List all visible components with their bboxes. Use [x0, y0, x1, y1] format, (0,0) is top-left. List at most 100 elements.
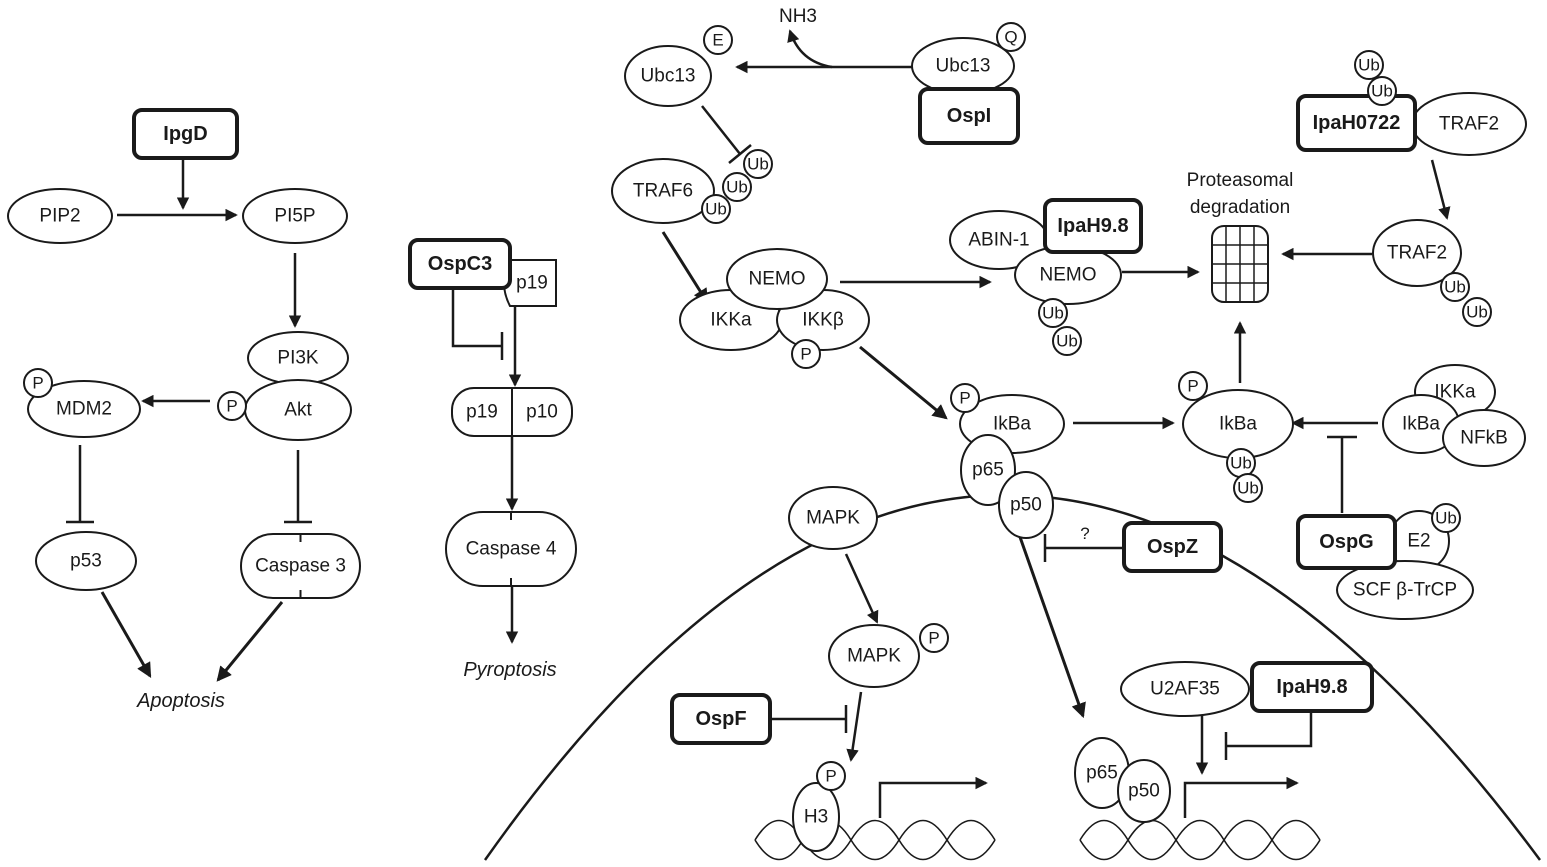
svg-text:IKKa: IKKa — [1434, 382, 1476, 403]
ikba-ub-phospho: P — [1178, 371, 1208, 401]
p19-p10-caspase-node: p19 p10 — [451, 387, 573, 437]
ubc13-glutamate: E — [703, 25, 733, 55]
nemo-ub-node: NEMO — [1014, 245, 1122, 305]
nemo-node: NEMO — [726, 248, 828, 310]
p50-node: p50 — [998, 471, 1054, 539]
mapk-node: MAPK — [788, 486, 878, 550]
svg-text:p53: p53 — [70, 551, 102, 572]
svg-text:IpaH9.8: IpaH9.8 — [1276, 676, 1347, 698]
svg-text:NEMO: NEMO — [749, 269, 806, 290]
svg-text:NFkB: NFkB — [1460, 428, 1508, 449]
svg-text:MDM2: MDM2 — [56, 399, 112, 420]
ikba-phospho: P — [950, 383, 980, 413]
u2af35-node: U2AF35 — [1120, 661, 1250, 717]
ipah98-effector-top: IpaH9.8 — [1043, 198, 1143, 254]
svg-text:p19: p19 — [516, 273, 548, 294]
traf2-ub-1: Ub — [1440, 272, 1470, 302]
traf6-ub-2: Ub — [722, 172, 752, 202]
svg-text:IKKa: IKKa — [710, 310, 752, 331]
ospz-effector: OspZ — [1122, 521, 1223, 573]
ikba-ub-1: Ub — [1226, 448, 1256, 478]
dna-helix-right — [1079, 819, 1321, 861]
ubc13-node: Ubc13 — [624, 45, 712, 107]
pip2-node: PIP2 — [7, 188, 113, 244]
svg-text:IpaH0722: IpaH0722 — [1313, 112, 1401, 134]
svg-text:TRAF2: TRAF2 — [1439, 114, 1499, 135]
caspase3-node: Caspase 3 — [240, 533, 361, 599]
pi3k-node: PI3K — [247, 331, 349, 385]
p65-dna-node: p65 — [1074, 737, 1130, 809]
svg-text:p65: p65 — [972, 460, 1004, 481]
svg-text:p10: p10 — [526, 402, 558, 423]
ubc13-glutamine: Q — [996, 22, 1026, 52]
nh3-label: NH3 — [779, 6, 817, 27]
ospg-effector: OspG — [1296, 514, 1397, 570]
svg-text:E2: E2 — [1407, 531, 1430, 552]
svg-text:PIP2: PIP2 — [39, 206, 80, 227]
svg-text:IpgD: IpgD — [163, 123, 207, 145]
svg-text:Ub: Ub — [1358, 56, 1380, 75]
p53-node: p53 — [35, 531, 137, 591]
svg-text:p50: p50 — [1010, 495, 1042, 516]
svg-text:P: P — [32, 374, 43, 393]
traf6-ub-1: Ub — [743, 149, 773, 179]
proteasome-label-line1: Proteasomal — [1187, 170, 1294, 191]
h3-node: H3 — [792, 782, 840, 852]
ospi-effector: OspI — [918, 87, 1020, 145]
svg-text:IkBa: IkBa — [1402, 414, 1440, 435]
nemo-ub-2: Ub — [1052, 326, 1082, 356]
ospf-effector: OspF — [670, 693, 772, 745]
svg-text:Ub: Ub — [747, 155, 769, 174]
dna-helix-left — [754, 819, 996, 861]
ubc13-osp-node: Ubc13 — [911, 37, 1015, 95]
caspase4-node: Caspase 4 — [445, 511, 577, 587]
pi5p-node: PI5P — [242, 188, 348, 244]
ipah0722-effector: IpaH0722 — [1296, 94, 1417, 152]
h3-phospho: P — [816, 761, 846, 791]
svg-text:ABIN-1: ABIN-1 — [968, 230, 1029, 251]
mapk-phospho: P — [919, 623, 949, 653]
nemo-ub-1: Ub — [1038, 298, 1068, 328]
svg-text:Ub: Ub — [1466, 303, 1488, 322]
svg-text:Ub: Ub — [1371, 82, 1393, 101]
svg-text:MAPK: MAPK — [847, 646, 901, 667]
svg-text:Ubc13: Ubc13 — [936, 56, 991, 77]
traf2-node: TRAF2 — [1411, 92, 1527, 156]
proteasome-label-line2: degradation — [1190, 197, 1290, 218]
akt-node: Akt — [244, 379, 352, 441]
svg-text:IkBa: IkBa — [993, 414, 1031, 435]
svg-text:IpaH9.8: IpaH9.8 — [1057, 215, 1128, 237]
svg-text:p19: p19 — [466, 402, 498, 423]
proteasome-icon — [1211, 225, 1269, 303]
ipah0722-ub-2: Ub — [1367, 76, 1397, 106]
svg-text:Caspase 4: Caspase 4 — [466, 539, 557, 560]
mdm2-node: MDM2 — [27, 380, 141, 438]
ikba-right-node: IkBa — [1382, 394, 1460, 454]
svg-text:Ub: Ub — [726, 178, 748, 197]
traf6-ub-3: Ub — [701, 194, 731, 224]
e2-ub: Ub — [1431, 503, 1461, 533]
unknown-mark: ? — [1080, 524, 1089, 543]
svg-text:E: E — [712, 31, 723, 50]
svg-text:IkBa: IkBa — [1219, 414, 1257, 435]
svg-text:Ub: Ub — [1237, 479, 1259, 498]
ipgd-effector: IpgD — [132, 108, 239, 160]
svg-text:PI3K: PI3K — [277, 348, 319, 369]
svg-text:P: P — [1187, 377, 1198, 396]
svg-text:OspC3: OspC3 — [428, 253, 492, 275]
svg-text:IKKβ: IKKβ — [802, 310, 844, 331]
ikba-ub-node: IkBa — [1182, 389, 1294, 459]
ipah0722-ub-1: Ub — [1354, 50, 1384, 80]
mdm2-phospho: P — [23, 368, 53, 398]
svg-text:Ubc13: Ubc13 — [641, 66, 696, 87]
svg-text:U2AF35: U2AF35 — [1150, 679, 1220, 700]
p50-dna-node: p50 — [1117, 759, 1171, 823]
svg-text:OspI: OspI — [947, 105, 991, 127]
nfkb-right-node: NFkB — [1442, 409, 1526, 467]
ikkb-phospho: P — [791, 339, 821, 369]
svg-text:P: P — [825, 767, 836, 786]
svg-text:Ub: Ub — [1230, 454, 1252, 473]
pyroptosis-label: Pyroptosis — [463, 659, 556, 681]
ipah98-effector-bottom: IpaH9.8 — [1250, 661, 1374, 713]
